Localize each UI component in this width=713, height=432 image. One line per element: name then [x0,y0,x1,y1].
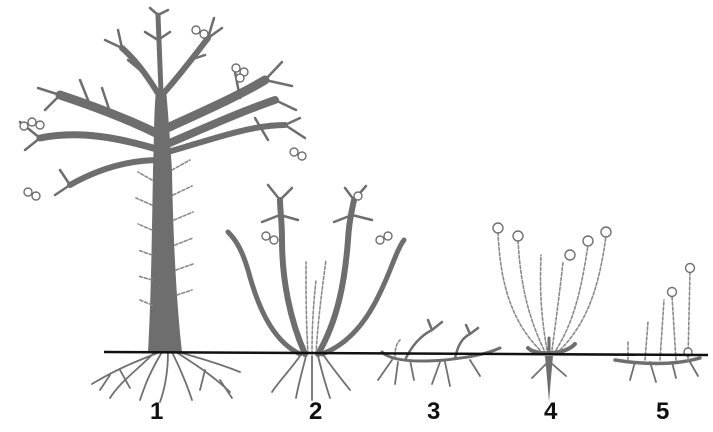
dwarf-shrub-roots [378,360,480,386]
label-plant-2: 2 [309,400,322,424]
ground-line [104,352,708,355]
label-plant-3: 3 [427,400,440,424]
plant-5-sub-shrub [615,264,700,383]
label-plant-4: 4 [544,400,557,424]
label-plant-5: 5 [656,400,669,424]
plant-2-shrub [228,185,404,400]
semi-shrub-root [532,356,566,402]
semi-shrub-annual-shoots [498,232,606,350]
sub-shrub-shoots [628,272,690,360]
label-plant-1: 1 [150,400,163,424]
tree-roots [92,352,240,402]
semi-shrub-buds [493,223,611,260]
shrub-stems [228,185,404,354]
shrub-roots [272,356,350,400]
plant-1-tree [20,8,306,402]
plant-4-semi-shrub [493,223,611,402]
